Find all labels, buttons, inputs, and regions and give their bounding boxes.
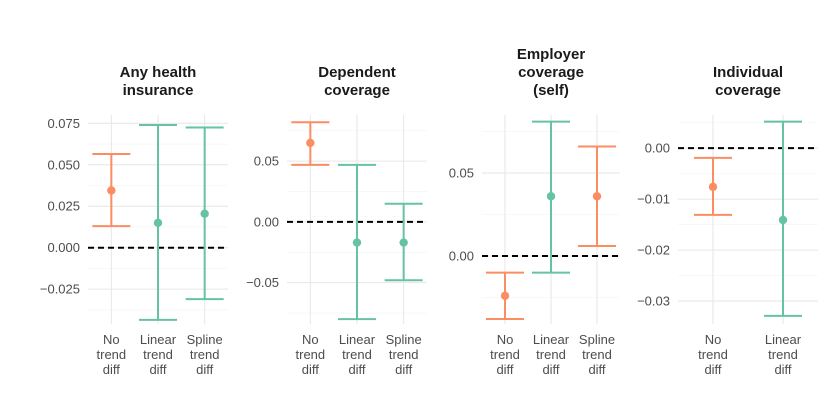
y-tick-label: −0.02 (637, 243, 670, 258)
y-tick-label: 0.05 (254, 154, 279, 169)
y-tick-label: 0.075 (47, 116, 80, 131)
estimate-point (592, 192, 602, 201)
y-tick-label: −0.01 (637, 192, 670, 207)
estimate-point (399, 238, 408, 247)
y-tick-label: 0.00 (645, 141, 670, 156)
y-tick-label: 0.00 (449, 248, 474, 263)
estimate-point (153, 218, 163, 228)
estimate-point (306, 138, 315, 148)
y-tick-label: −0.05 (246, 275, 279, 290)
estimate-point (500, 291, 510, 301)
y-tick-label: −0.03 (637, 294, 670, 309)
estimate-point (708, 182, 718, 192)
y-tick-label: 0.05 (449, 166, 474, 181)
estimate-point (107, 186, 116, 195)
estimate-point (546, 192, 556, 201)
y-tick-label: −0.025 (40, 282, 80, 297)
y-tick-label: 0.025 (47, 199, 80, 214)
y-tick-label: 0.00 (254, 214, 279, 229)
estimate-point (200, 209, 209, 218)
y-tick-label: 0.050 (47, 157, 80, 172)
estimate-point (352, 238, 362, 247)
estimate-point (778, 215, 788, 225)
y-tick-label: 0.000 (47, 240, 80, 255)
